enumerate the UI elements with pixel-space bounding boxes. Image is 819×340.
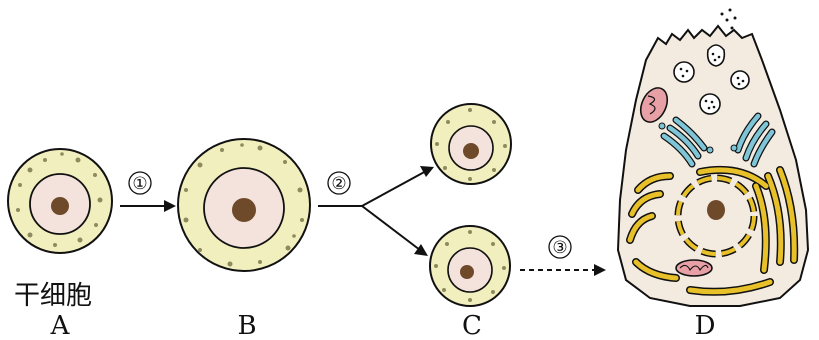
cell-c-top <box>431 104 511 184</box>
cell-c-bottom-nucleolus <box>460 265 474 279</box>
label-b: B <box>237 311 256 340</box>
label-c: C <box>462 311 482 340</box>
cell-b-nucleolus <box>232 198 256 222</box>
cell-d-nucleus <box>678 178 754 254</box>
cell-c-top-nucleolus <box>463 143 479 159</box>
step-1-label: ① <box>132 174 147 194</box>
arrow-step-2: ② <box>318 166 434 256</box>
mitochondrion-bottom <box>676 260 712 276</box>
label-a: A <box>50 311 71 340</box>
step-3-label: ③ <box>552 238 567 258</box>
arrow-step-3: ③ <box>520 236 606 276</box>
cell-b <box>178 139 310 271</box>
cell-d <box>618 9 808 307</box>
label-d: D <box>695 311 716 340</box>
arrow-step-1: ① <box>120 172 176 212</box>
cell-a <box>8 149 112 253</box>
cell-c-bottom <box>430 226 510 306</box>
secretion-dots <box>721 9 737 30</box>
step-2-label: ② <box>331 174 346 194</box>
stem-cell-label: 干细胞 <box>14 281 92 311</box>
cell-a-nucleolus <box>51 197 69 215</box>
cell-d-nucleolus <box>707 200 725 220</box>
